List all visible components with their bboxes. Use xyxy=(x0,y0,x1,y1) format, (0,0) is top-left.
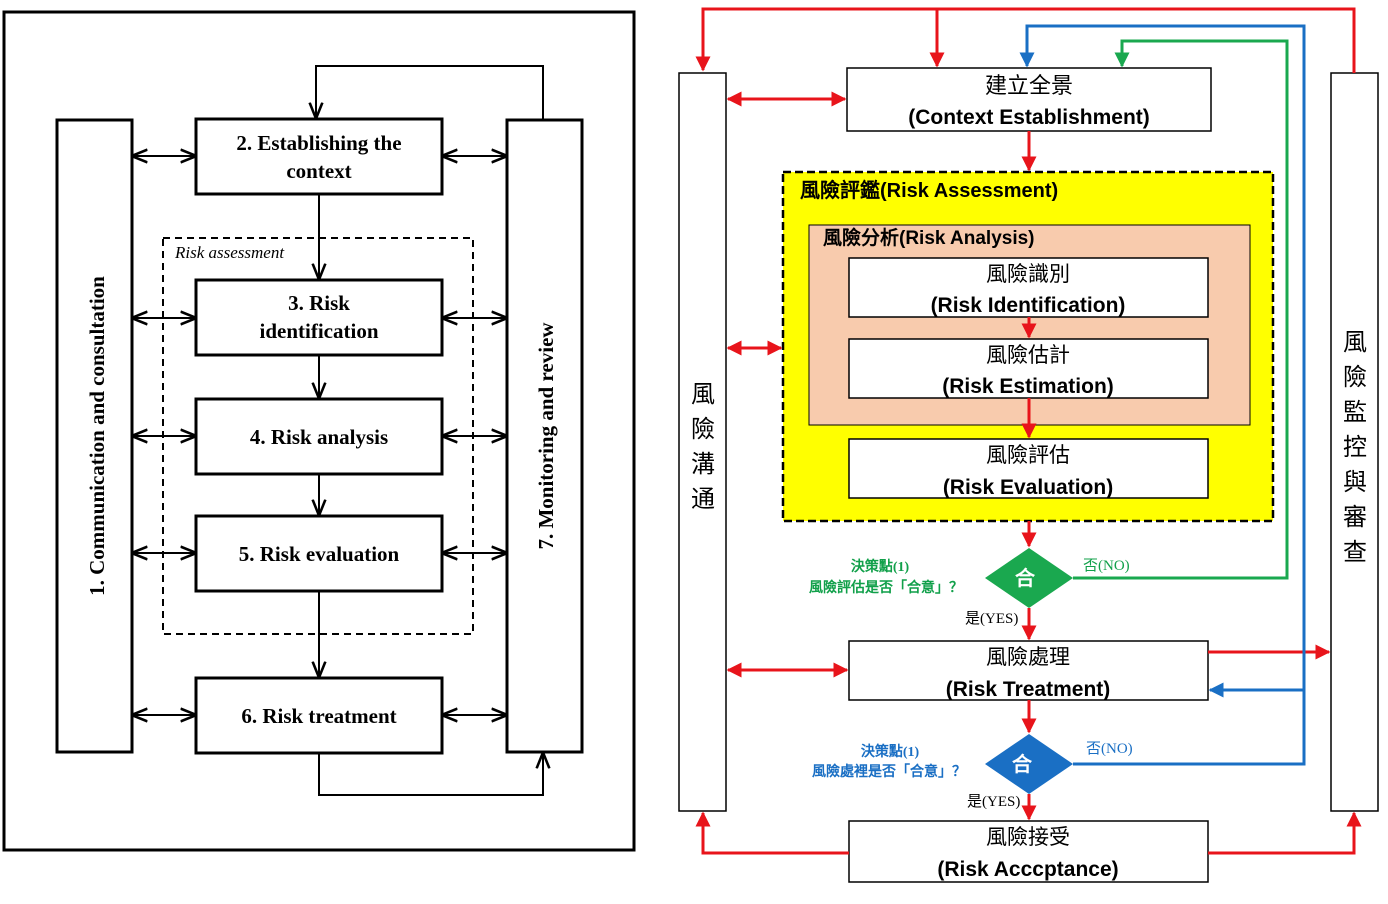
communication-bar xyxy=(55,118,134,754)
zh-treatment-en: (Risk Treatment) xyxy=(946,678,1111,701)
monitoring-label: 7. Monitoring and review xyxy=(534,322,558,550)
blue-feedback-arrows xyxy=(1019,24,1306,766)
zh-identification-zh: 風險識別 xyxy=(986,262,1070,286)
zh-estimation-box xyxy=(848,338,1209,399)
zh-acceptance-box xyxy=(848,820,1209,883)
assessment-label: Risk assessment xyxy=(174,243,285,262)
zh-estimation-zh: 風險估計 xyxy=(986,343,1070,367)
zh-evaluation-box xyxy=(848,438,1209,499)
left-side-arrows xyxy=(133,156,506,715)
zh-context-en: (Context Establishment) xyxy=(908,106,1150,129)
zh-mon-char-2: 監 xyxy=(1343,399,1367,426)
zh-mon-char-6: 查 xyxy=(1343,539,1367,566)
zh-context-zh: 建立全景 xyxy=(985,73,1073,98)
red-arrows xyxy=(695,7,1362,855)
zh-context-box xyxy=(846,67,1212,132)
green-feedback-arrow xyxy=(1073,39,1289,580)
zh-identification-box xyxy=(848,257,1209,318)
zh-mon-char-0: 風 xyxy=(1343,330,1367,356)
zh-decision2-diamond xyxy=(985,734,1073,794)
zh-communication-bar xyxy=(678,72,727,812)
zh-comm-char-1: 險 xyxy=(691,416,715,443)
zh-decision2-question: 風險處裡是否「合意」？ xyxy=(812,763,966,780)
zh-mon-char-1: 險 xyxy=(1343,364,1367,391)
zh-comm-char-3: 通 xyxy=(691,487,715,513)
zh-assessment-label: 風險評鑑(Risk Assessment) xyxy=(800,178,1058,202)
step5-label: 5. Risk evaluation xyxy=(239,542,400,566)
right-diagram: 風 險 溝 通 風 險 監 控 與 審 查 建立全景 (Context Esta… xyxy=(678,7,1379,883)
step5-box xyxy=(194,514,444,593)
zh-identification-en: (Risk Identification) xyxy=(931,294,1126,317)
zh-comm-char-2: 溝 xyxy=(691,451,715,478)
zh-mon-char-4: 與 xyxy=(1343,469,1367,496)
zh-decision2-title: 決策點(1) xyxy=(861,743,920,760)
zh-decision1-diamond xyxy=(985,548,1073,608)
zh-treatment-box xyxy=(848,640,1209,701)
step6-label: 6. Risk treatment xyxy=(241,704,396,728)
left-frame xyxy=(2,10,636,852)
step3-line1: 3. Risk xyxy=(288,291,350,315)
zh-decision2-yes: 是(YES) xyxy=(967,794,1020,810)
step2-line1: 2. Establishing the xyxy=(236,131,401,155)
zh-mon-char-5: 審 xyxy=(1343,504,1367,531)
step6-box xyxy=(194,676,444,755)
step4-label: 4. Risk analysis xyxy=(250,425,388,449)
zh-acceptance-zh: 風險接受 xyxy=(986,825,1070,849)
zh-decision2-no: 否(NO) xyxy=(1086,741,1133,757)
monitoring-bar xyxy=(505,118,584,754)
zh-acceptance-en: (Risk Acccptance) xyxy=(937,858,1118,881)
zh-decision1-no: 否(NO) xyxy=(1083,558,1130,574)
zh-decision1-question: 風險評估是否「合意」？ xyxy=(809,579,963,596)
step3-line2: identification xyxy=(260,319,379,343)
zh-evaluation-en: (Risk Evaluation) xyxy=(943,476,1113,499)
left-flow-arrows xyxy=(316,65,543,796)
communication-label: 1. Communication and consultation xyxy=(85,276,109,596)
step2-line2: context xyxy=(286,159,351,183)
zh-decision2-symbol: 合 xyxy=(1012,752,1033,776)
zh-treatment-zh: 風險處理 xyxy=(986,645,1070,669)
zh-analysis-label: 風險分析(Risk Analysis) xyxy=(823,226,1035,249)
zh-mon-char-3: 控 xyxy=(1343,434,1367,461)
zh-comm-char-0: 風 xyxy=(691,382,715,408)
zh-decision1-yes: 是(YES) xyxy=(965,611,1018,627)
zh-evaluation-zh: 風險評估 xyxy=(986,443,1070,467)
left-diagram: Risk assessment 1. Communication and con… xyxy=(2,10,636,852)
zh-monitoring-bar xyxy=(1330,72,1379,812)
zh-estimation-en: (Risk Estimation) xyxy=(942,375,1114,398)
zh-decision1-title: 決策點(1) xyxy=(851,558,910,575)
zh-decision1-symbol: 合 xyxy=(1015,566,1036,590)
